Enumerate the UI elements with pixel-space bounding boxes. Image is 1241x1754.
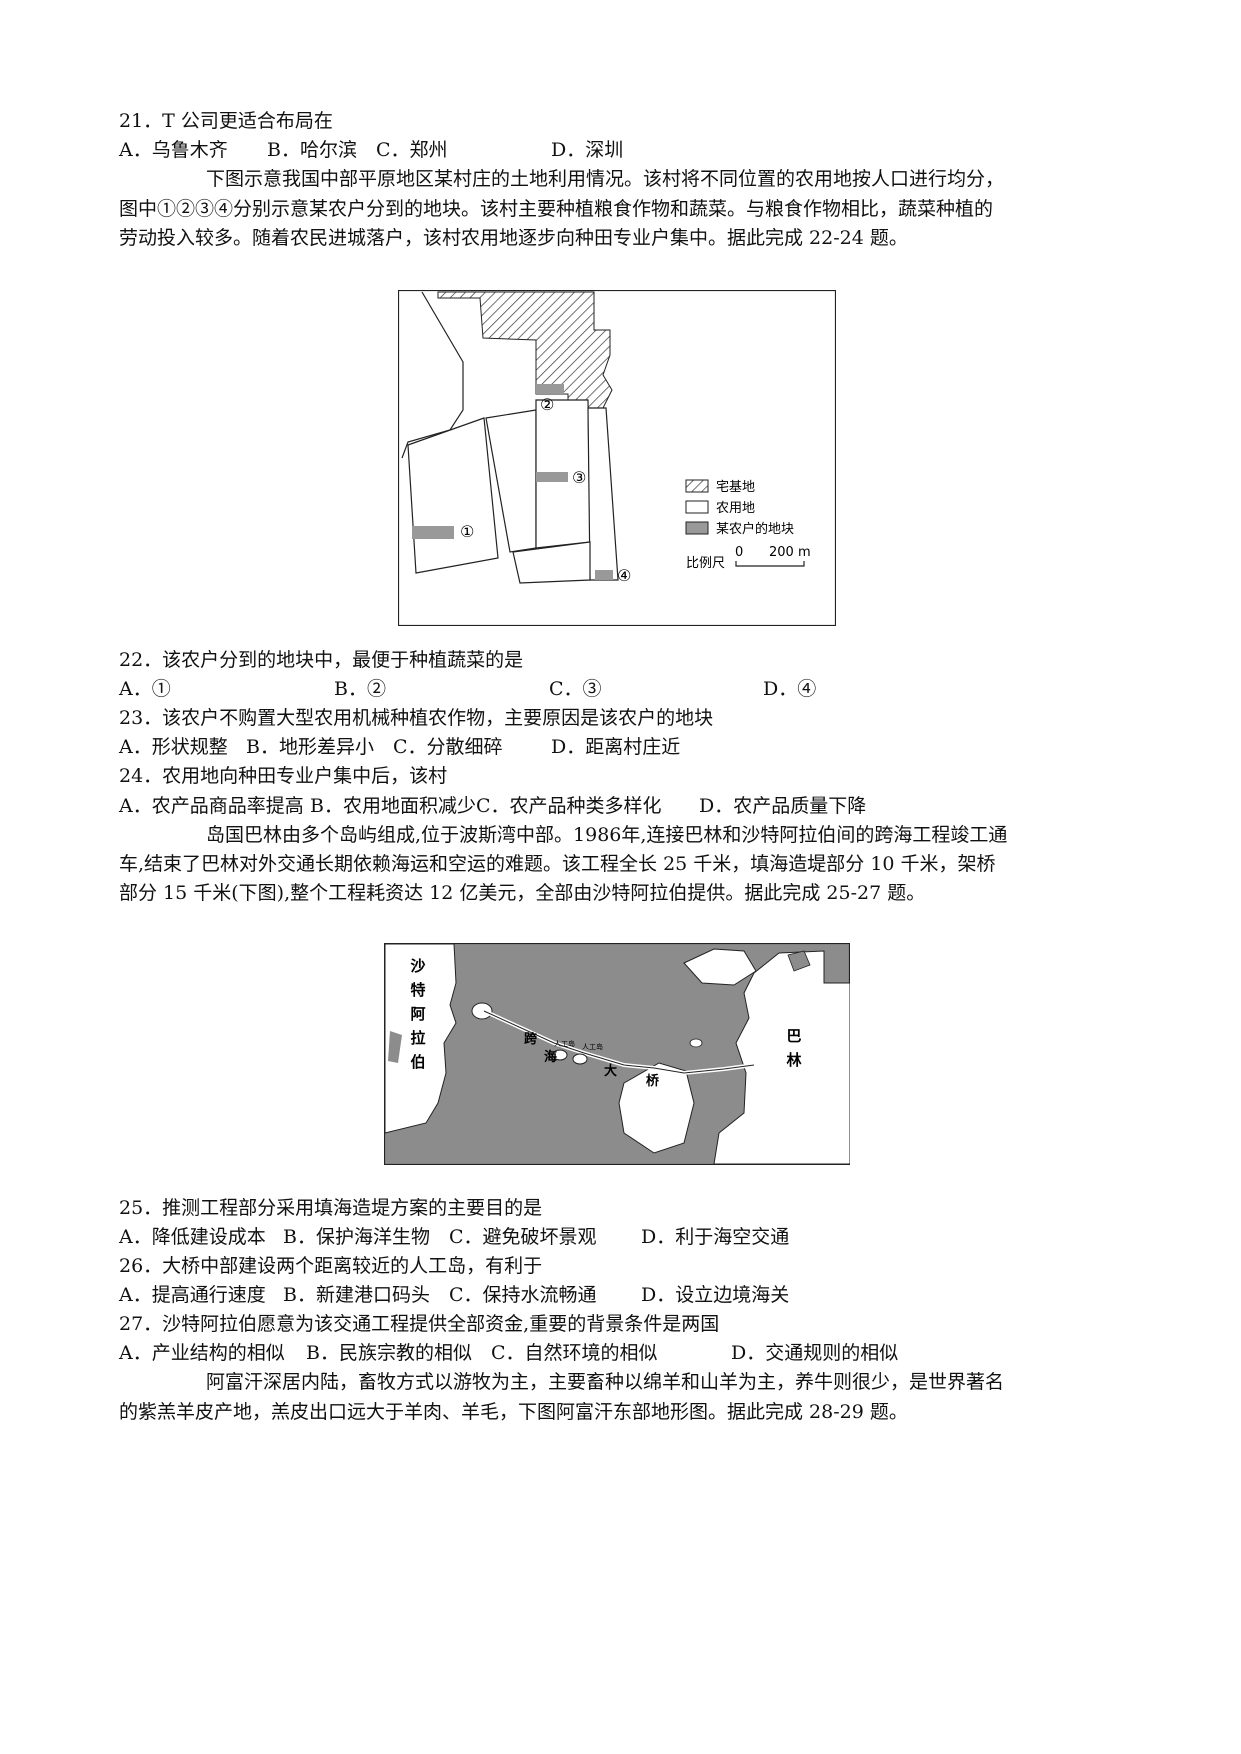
saudi-label-3: 阿 xyxy=(410,1005,425,1023)
q23-option-c[interactable]: C．分散细碎 xyxy=(393,736,503,758)
intro-28-29-line-1: 阿富汗深居内陆，畜牧方式以游牧为主，主要畜种以绵羊和山羊为主，养牛则很少，是世界… xyxy=(206,1371,1005,1393)
bahrain-lagoon xyxy=(787,950,811,972)
bahrain-main-land xyxy=(713,950,850,1165)
saudi-label-4: 拉 xyxy=(410,1029,425,1047)
saudi-inlet xyxy=(388,1031,402,1063)
intro-22-24-line-1: 下图示意我国中部平原地区某村庄的土地利用情况。该村将不同位置的农用地按人口进行均… xyxy=(206,168,1005,190)
legend-farmland-label: 农用地 xyxy=(716,501,755,516)
causeway-route-outline xyxy=(483,1010,755,1074)
scale-bar xyxy=(735,561,805,567)
q24-stem: 24．农用地向种田专业户集中后，该村 xyxy=(119,765,448,787)
bridge-label-1: 跨 xyxy=(524,1032,538,1047)
plot-1-label: ① xyxy=(460,522,474,541)
q27-stem: 27．沙特阿拉伯愿意为该交通工程提供全部资金,重要的背景条件是两国 xyxy=(119,1313,720,1335)
q22-stem: 22．该农户分到的地块中，最便于种植蔬菜的是 xyxy=(119,649,524,671)
q25-option-c[interactable]: C．避免破坏景观 xyxy=(449,1226,597,1248)
plot-2 xyxy=(536,384,564,394)
scale-start: 0 xyxy=(735,545,743,560)
plot-2-label: ② xyxy=(540,395,554,414)
legend-homestead-label: 宅基地 xyxy=(716,480,755,495)
bahrain-north-island xyxy=(683,948,757,986)
q24-option-c[interactable]: C．农产品种类多样化 xyxy=(476,795,662,817)
q27-option-d[interactable]: D．交通规则的相似 xyxy=(731,1342,899,1364)
saudi-arabia-land xyxy=(384,943,457,1134)
q25-option-b[interactable]: B．保护海洋生物 xyxy=(283,1226,430,1248)
land-use-map: ① ② ③ ④ 宅基地 农用地 某农户的地块 比例尺 0 200 m xyxy=(398,290,836,626)
q24-option-d[interactable]: D．农产品质量下降 xyxy=(699,795,867,817)
farmland-west xyxy=(407,417,499,574)
bridge-label-3: 大 xyxy=(604,1063,617,1079)
farmland-south xyxy=(512,541,591,584)
plot-3-label: ③ xyxy=(572,468,586,487)
q23-option-b[interactable]: B．地形差异小 xyxy=(246,736,374,758)
scale-label: 比例尺 xyxy=(686,556,725,571)
bridge-label-4: 桥 xyxy=(646,1073,660,1089)
artificial-island-2 xyxy=(572,1053,588,1065)
intro-25-27-line-2: 车,结束了巴林对外交通长期依赖海运和空运的难题。该工程全长 25 千米，填海造堤… xyxy=(119,853,996,875)
saudi-label-1: 沙 xyxy=(410,957,425,975)
q21-option-b[interactable]: B．哈尔滨 xyxy=(267,139,357,161)
plot-4-label: ④ xyxy=(617,566,631,585)
causeway-west-end xyxy=(471,1002,493,1020)
q22-option-c[interactable]: C．③ xyxy=(549,678,602,700)
causeway-map: 沙 特 阿 拉 伯 巴 林 跨 海 大 桥 人工岛 人工岛 xyxy=(384,943,850,1165)
q21-option-a[interactable]: A．乌鲁木齐 xyxy=(119,139,228,161)
intro-28-29-line-2: 的紫羔羊皮产地，羔皮出口远大于羊肉、羊毛，下图阿富汗东部地形图。据此完成 28-… xyxy=(119,1401,908,1423)
q27-option-c[interactable]: C．自然环境的相似 xyxy=(491,1342,658,1364)
farmland-east xyxy=(587,407,619,581)
q27-option-a[interactable]: A．产业结构的相似 xyxy=(119,1342,285,1364)
q21-option-c[interactable]: C．郑州 xyxy=(376,139,448,161)
q26-stem: 26．大桥中部建设两个距离较近的人工岛，有利于 xyxy=(119,1255,543,1277)
q22-option-b[interactable]: B．② xyxy=(334,678,386,700)
q26-option-d[interactable]: D．设立边境海关 xyxy=(641,1284,790,1306)
legend-farmland-swatch xyxy=(685,500,709,514)
saudi-label-2: 特 xyxy=(410,981,425,999)
legend-homestead-swatch xyxy=(685,479,709,493)
umm-nasan-island xyxy=(618,1062,695,1154)
q21-option-d[interactable]: D．深圳 xyxy=(551,139,624,161)
plot-3 xyxy=(536,472,568,482)
saudi-label-5: 伯 xyxy=(410,1053,425,1071)
q26-option-a[interactable]: A．提高通行速度 xyxy=(119,1284,266,1306)
q23-option-d[interactable]: D．距离村庄近 xyxy=(551,736,681,758)
q26-option-b[interactable]: B．新建港口码头 xyxy=(283,1284,430,1306)
bridge-label-2: 海 xyxy=(544,1049,557,1065)
q23-option-a[interactable]: A．形状规整 xyxy=(119,736,228,758)
q22-option-d[interactable]: D．④ xyxy=(763,678,817,700)
artificial-island-2-label: 人工岛 xyxy=(582,1042,603,1051)
q25-option-d[interactable]: D．利于海空交通 xyxy=(641,1226,790,1248)
intro-22-24-line-2: 图中①②③④分别示意某农户分到的地块。该村主要种植粮食作物和蔬菜。与粮食作物相比… xyxy=(119,198,994,220)
q21-stem: 21．T 公司更适合布局在 xyxy=(119,110,333,132)
plot-1 xyxy=(412,526,454,539)
scale-end: 200 m xyxy=(769,545,811,560)
q26-option-c[interactable]: C．保持水流畅通 xyxy=(449,1284,597,1306)
q24-option-b[interactable]: B．农用地面积减少 xyxy=(310,795,476,817)
legend-household-swatch xyxy=(685,521,709,535)
legend-household-label: 某农户的地块 xyxy=(716,521,794,537)
bahrain-label-1: 巴 xyxy=(786,1027,801,1045)
road-line xyxy=(401,291,464,459)
q25-stem: 25．推测工程部分采用填海造堤方案的主要目的是 xyxy=(119,1197,543,1219)
artificial-island-1 xyxy=(552,1049,568,1061)
artificial-island-1-label: 人工岛 xyxy=(554,1039,575,1048)
small-island-a xyxy=(689,1038,703,1048)
intro-22-24-line-3: 劳动投入较多。随着农民进城落户，该村农用地逐步向种田专业户集中。据此完成 22-… xyxy=(119,227,908,249)
intro-25-27-line-3: 部分 15 千米(下图),整个工程耗资达 12 亿美元，全部由沙特阿拉伯提供。据… xyxy=(119,882,926,904)
q22-option-a[interactable]: A．① xyxy=(119,678,171,700)
bahrain-label-2: 林 xyxy=(786,1051,802,1069)
q25-option-a[interactable]: A．降低建设成本 xyxy=(119,1226,266,1248)
q24-option-a[interactable]: A．农产品商品率提高 xyxy=(119,795,304,817)
q27-option-b[interactable]: B．民族宗教的相似 xyxy=(306,1342,472,1364)
q23-stem: 23．该农户不购置大型农用机械种植农作物，主要原因是该农户的地块 xyxy=(119,707,714,729)
intro-25-27-line-1: 岛国巴林由多个岛屿组成,位于波斯湾中部。1986年,连接巴林和沙特阿拉伯间的跨海… xyxy=(206,824,1008,846)
plot-4 xyxy=(595,570,613,580)
